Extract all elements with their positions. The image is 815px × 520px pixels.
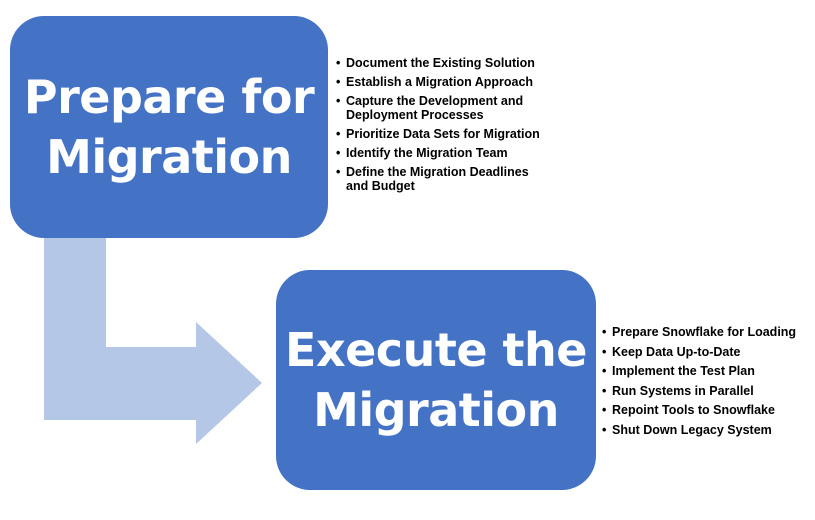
prepare-for-migration-box: Prepare for Migration	[10, 16, 328, 238]
prepare-for-migration-title: Prepare for Migration	[23, 70, 315, 184]
list-item: Establish a Migration Approach	[336, 75, 566, 89]
execute-the-migration-title: Execute the Migration	[285, 323, 587, 437]
list-item: Define the Migration Deadlines and Budge…	[336, 165, 566, 193]
bent-arrow-shape	[44, 238, 262, 444]
prepare-task-list: Document the Existing Solution Establish…	[336, 56, 566, 198]
execute-task-list: Prepare Snowflake for Loading Keep Data …	[602, 325, 812, 442]
list-item: Run Systems in Parallel	[602, 384, 812, 398]
list-item: Prioritize Data Sets for Migration	[336, 127, 566, 141]
list-item: Identify the Migration Team	[336, 146, 566, 160]
list-item: Capture the Development and Deployment P…	[336, 94, 566, 122]
execute-the-migration-box: Execute the Migration	[276, 270, 596, 490]
list-item: Prepare Snowflake for Loading	[602, 325, 812, 339]
list-item: Repoint Tools to Snowflake	[602, 403, 812, 417]
list-item: Shut Down Legacy System	[602, 423, 812, 437]
list-item: Keep Data Up-to-Date	[602, 345, 812, 359]
list-item: Document the Existing Solution	[336, 56, 566, 70]
list-item: Implement the Test Plan	[602, 364, 812, 378]
